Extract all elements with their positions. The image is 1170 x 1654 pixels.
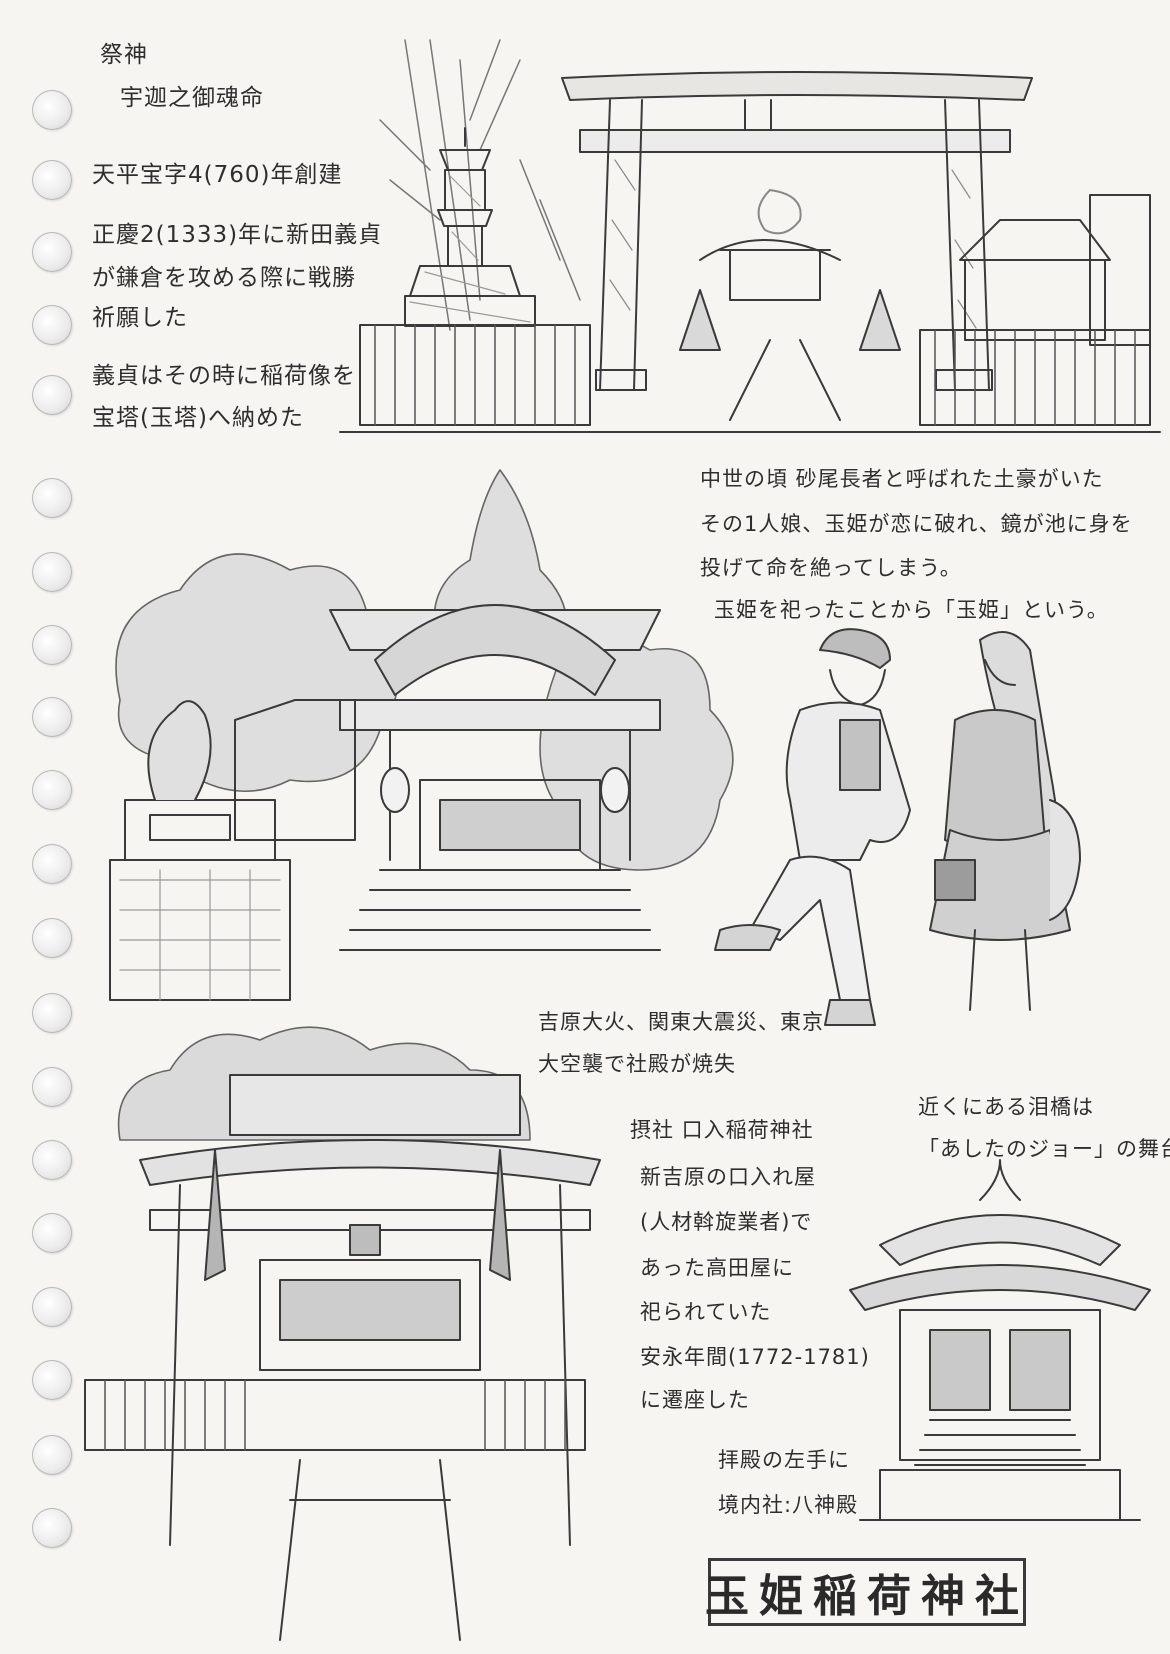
fire-line-2: 大空襲で社殿が焼失 <box>538 1052 736 1076</box>
legend-line-2: その1人娘、玉姫が恋に破れ、鏡が池に身を <box>700 512 1133 536</box>
binder-hole <box>32 1508 72 1548</box>
binder-hole <box>32 1213 72 1253</box>
binder-hole <box>32 375 72 415</box>
deity-heading: 祭神 <box>100 42 148 68</box>
torii-gate-sketch <box>339 39 1161 433</box>
binder-hole <box>32 1140 72 1180</box>
couple-sketch <box>714 628 1081 1026</box>
history-line-5: 宝塔(玉塔)へ納めた <box>92 405 304 431</box>
sub-shrine-line-7: に遷座した <box>640 1388 750 1412</box>
founded-note: 天平宝字4(760)年創建 <box>92 162 343 188</box>
binder-hole <box>32 625 72 665</box>
fire-line-1: 吉原大火、関東大震災、東京 <box>538 1010 824 1034</box>
binder-hole <box>32 770 72 810</box>
legend-line-4: 玉姫を祀ったことから「玉姫」という。 <box>714 598 1109 622</box>
page-title-box: 玉姫稲荷神社 <box>705 1558 1029 1626</box>
legend-line-3: 投げて命を絶ってしまう。 <box>700 556 962 580</box>
bridge-line-2: 「あしたのジョー」の舞台 <box>918 1137 1170 1161</box>
binder-hole <box>32 1360 72 1400</box>
binder-hole <box>32 90 72 130</box>
binder-hole <box>32 305 72 345</box>
binder-hole <box>32 1287 72 1327</box>
sub-shrine-line-6: 安永年間(1772-1781) <box>640 1345 870 1369</box>
legend-line-1: 中世の頃 砂尾長者と呼ばれた土豪がいた <box>700 467 1104 491</box>
hachi-line-1: 拝殿の左手に <box>718 1448 850 1472</box>
hachi-shinden-sketch <box>849 1159 1151 1521</box>
sub-shrine-line-2: 新吉原の口入れ屋 <box>640 1165 816 1189</box>
sub-shrine-line-3: (人材斡旋業者)で <box>640 1210 813 1234</box>
binder-hole <box>32 918 72 958</box>
sub-shrine-sketch <box>84 1026 601 1641</box>
binder-hole <box>32 1435 72 1475</box>
binder-hole <box>32 232 72 272</box>
binder-hole <box>32 697 72 737</box>
binder-holes <box>0 0 100 1654</box>
sub-shrine-line-4: あった高田屋に <box>640 1256 794 1280</box>
history-line-2: が鎌倉を攻める際に戦勝 <box>92 265 356 291</box>
deity-name: 宇迦之御魂命 <box>120 85 264 111</box>
page-title: 玉姫稲荷神社 <box>705 1571 1029 1622</box>
binder-hole <box>32 844 72 884</box>
binder-hole <box>32 478 72 518</box>
binder-hole <box>32 993 72 1033</box>
binder-hole <box>32 1067 72 1107</box>
sub-shrine-line-1: 摂社 口入稲荷神社 <box>630 1118 814 1142</box>
history-line-4: 義貞はその時に稲荷像を <box>92 363 356 389</box>
history-line-3: 祈願した <box>92 305 188 331</box>
main-hall-sketch <box>109 469 734 1001</box>
sub-shrine-line-5: 祀られていた <box>640 1300 772 1324</box>
history-line-1: 正慶2(1333)年に新田義貞 <box>92 222 383 248</box>
binder-hole <box>32 552 72 592</box>
bridge-line-1: 近くにある泪橋は <box>918 1095 1094 1119</box>
hachi-line-2: 境内社:八神殿 <box>718 1493 859 1517</box>
binder-hole <box>32 160 72 200</box>
